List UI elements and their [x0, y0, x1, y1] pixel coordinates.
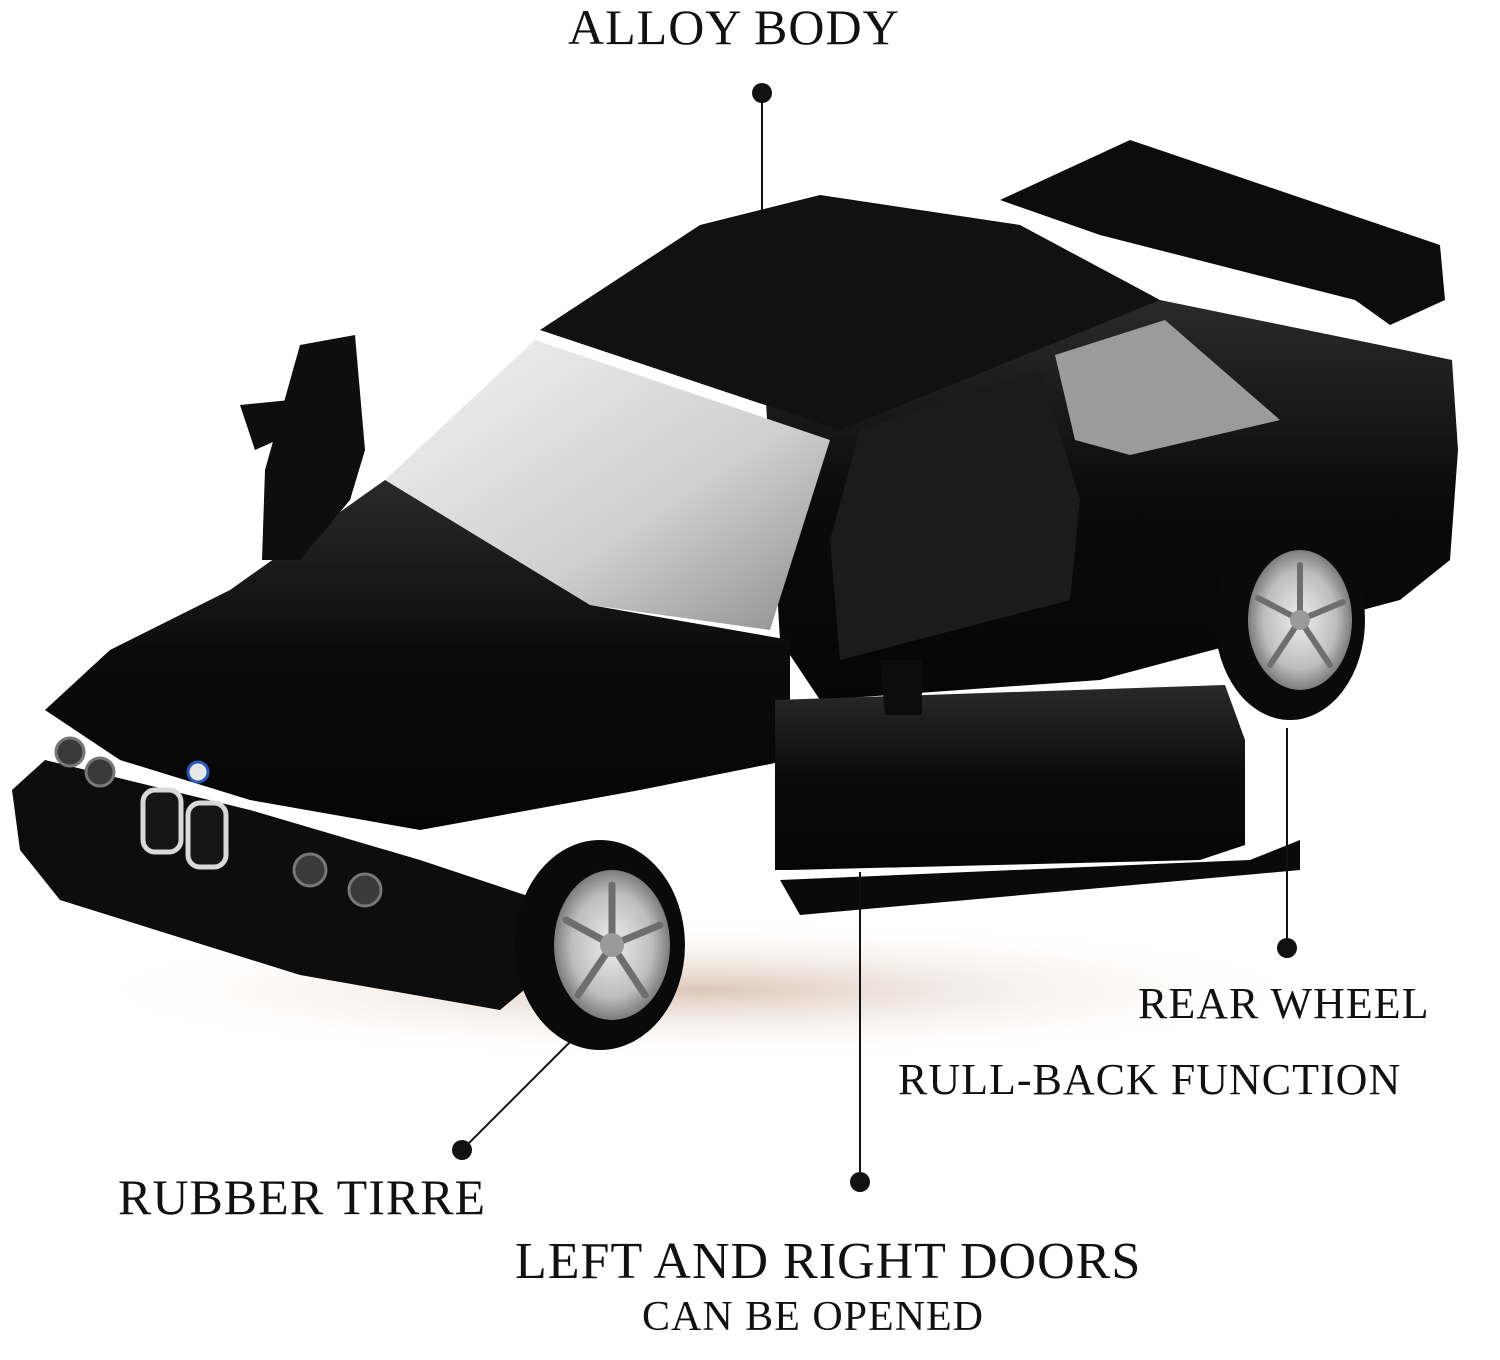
headlight-right-2: [347, 872, 383, 908]
left-door-open: [262, 335, 365, 560]
label-doors-opened: CAN BE OPENED: [642, 1294, 985, 1340]
windshield: [385, 340, 830, 630]
left-mirror: [240, 400, 300, 450]
rear-side-window: [1055, 320, 1280, 455]
grille-left: [140, 787, 184, 855]
headlight-left-2: [84, 756, 116, 788]
label-rear-wheel: REAR WHEEL: [1138, 979, 1430, 1028]
rear-spoiler: [1000, 140, 1445, 325]
hood: [45, 480, 790, 830]
headlight-right-1: [292, 852, 328, 888]
callout-rubber-tire: [452, 1039, 573, 1160]
callout-rear-wheel: [1277, 728, 1297, 958]
callout-doors: [850, 872, 870, 1192]
headlight-left-1: [54, 736, 86, 768]
label-doors: LEFT AND RIGHT DOORS: [515, 1233, 1142, 1290]
side-skirt: [780, 840, 1300, 915]
right-door-open: [775, 685, 1245, 870]
label-alloy-body: ALLOY BODY: [568, 0, 900, 55]
interior: [830, 370, 1080, 660]
rear-hub: [1290, 610, 1310, 630]
callout-alloy-body: [752, 83, 772, 272]
right-mirror: [880, 660, 922, 715]
brand-badge: [186, 760, 210, 784]
label-pull-back-function: RULL-BACK FUNCTION: [898, 1055, 1402, 1104]
label-rubber-tire: RUBBER TIRRE: [118, 1169, 487, 1225]
front-hub: [600, 933, 624, 957]
car-roof: [540, 195, 1160, 430]
grille-right: [185, 800, 229, 870]
